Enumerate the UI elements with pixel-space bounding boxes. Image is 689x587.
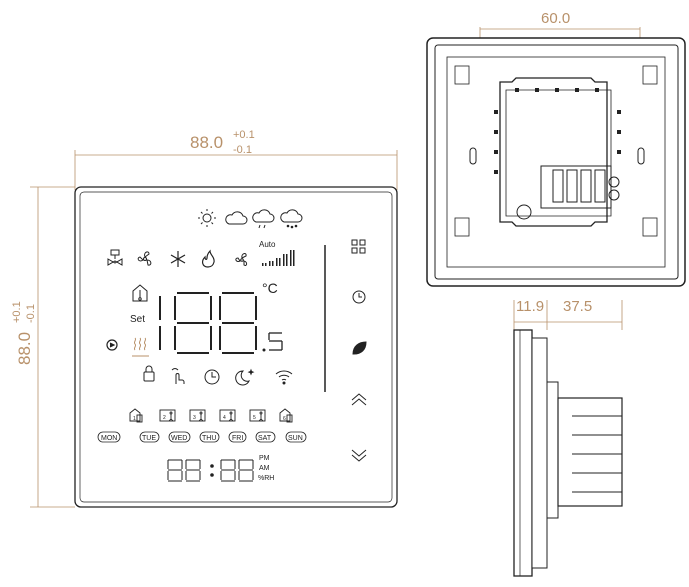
side-dim-b: 37.5 (563, 298, 592, 315)
back-view: 60.0 (426, 10, 686, 287)
small-fan-icon (235, 253, 248, 266)
am-label: AM (259, 465, 270, 472)
snowflake-icon (170, 251, 186, 267)
period-3-icon (189, 409, 206, 422)
mount-teeth (494, 88, 621, 174)
lock-icon (143, 365, 155, 382)
leaf-icon (352, 341, 367, 355)
valve-icon (107, 249, 123, 266)
period-1-icon (129, 408, 143, 423)
day-thu: THU (202, 435, 216, 442)
touch-icon (171, 368, 185, 384)
terminal-block (516, 165, 620, 220)
day-wed: WED (171, 435, 187, 442)
day-tue: TUE (142, 435, 156, 442)
flame-icon (202, 249, 215, 268)
day-sun: SUN (288, 435, 303, 442)
day-mon: MON (101, 435, 117, 442)
period-num-4: 4 (223, 415, 226, 421)
screw-slot-left (469, 147, 477, 165)
celsius-label: °C (262, 280, 278, 296)
clock-display (167, 459, 254, 482)
auto-label: Auto (259, 240, 276, 249)
corner-clips (454, 65, 658, 237)
period-num-6: 6 (283, 416, 286, 422)
pm-label: PM (259, 455, 270, 462)
chevron-down-icon (351, 449, 367, 462)
screw-slot-right (637, 147, 645, 165)
side-frame (531, 337, 548, 569)
period-num-5: 5 (253, 415, 256, 421)
period-num-2: 2 (163, 415, 166, 421)
day-sat: SAT (258, 435, 272, 442)
fan-icon (137, 251, 152, 266)
period-num-3: 3 (193, 415, 196, 421)
day-pills: MON TUE WED THU FRI SAT SUN (97, 431, 307, 443)
set-label: Set (130, 314, 145, 325)
period-2-icon (159, 409, 176, 422)
period-5-icon (249, 409, 266, 422)
rh-label: %RH (258, 475, 274, 482)
front-height-tol-plus: +0.1 (11, 301, 23, 323)
moon-icon (235, 368, 255, 386)
front-panel (74, 186, 398, 508)
rain-icon (252, 209, 275, 229)
wifi-icon (275, 370, 293, 385)
front-height-dim: 88.0 (15, 332, 34, 365)
sun-icon (198, 209, 216, 227)
clock-icon (204, 369, 220, 385)
side-front-panel (513, 329, 533, 577)
front-width-tol-minus: -0.1 (233, 144, 252, 156)
decimal-point (262, 348, 266, 352)
power-clock-icon (352, 290, 366, 304)
period-num-1: 1 (133, 416, 136, 422)
front-width-dim: 88.0 (190, 133, 223, 152)
snow-icon (280, 209, 303, 229)
side-dim-a: 11.9 (516, 298, 544, 315)
period-6-icon (279, 408, 293, 423)
side-body (557, 397, 623, 507)
period-4-icon (219, 409, 236, 422)
front-height-tol-minus: -0.1 (25, 304, 37, 323)
front-width-tol-plus: +0.1 (233, 129, 255, 141)
home-temp-icon (132, 284, 148, 302)
menu-grid-icon (351, 239, 366, 254)
day-fri: FRI (232, 435, 243, 442)
small-digit-5 (268, 332, 283, 351)
fan-speed-bars-icon (262, 250, 295, 266)
chevron-up-icon (351, 393, 367, 406)
front-view: 88.0 +0.1 -0.1 88.0 +0.1 -0.1 (11, 129, 398, 508)
cloud-icon (225, 211, 248, 225)
side-fins (572, 415, 622, 493)
period-icons-row (129, 408, 293, 423)
mount-box (499, 77, 608, 227)
side-view: 11.9 37.5 (513, 298, 623, 577)
back-width-dim: 60.0 (541, 10, 570, 27)
back-plate (426, 37, 686, 287)
heat-waves-icon (132, 337, 149, 357)
main-temperature-display (159, 292, 257, 354)
sync-icon (106, 339, 118, 351)
